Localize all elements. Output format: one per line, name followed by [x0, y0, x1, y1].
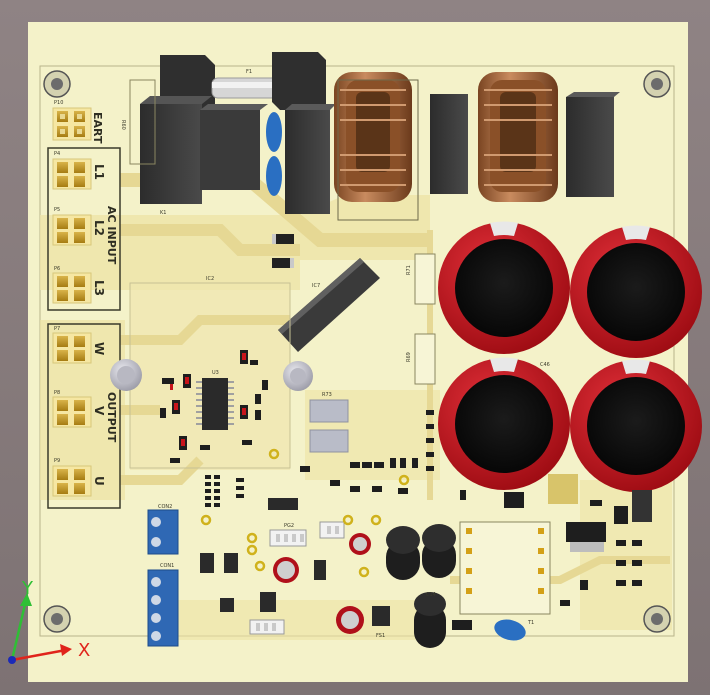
fuse-fs1-ref: FS1	[376, 633, 385, 639]
ic2-ref: IC2	[206, 276, 214, 282]
common-mode-choke-2	[478, 72, 558, 202]
resistor-r71: R71	[406, 253, 436, 305]
terminal-con2-ref: CON2	[158, 504, 172, 510]
connector-p4-ref: P4	[54, 151, 60, 157]
small-cap-red-2	[349, 533, 371, 555]
output-label: OUTPUT	[105, 392, 118, 443]
output-group: P7 W P8 V P9 U OUTPUT	[47, 323, 121, 509]
heatsink-pad-right	[283, 361, 313, 391]
connector-p10: P10 EART	[52, 100, 104, 144]
connector-p4-label: L1	[92, 164, 106, 180]
resistor-array	[205, 475, 244, 507]
ic7: IC7	[278, 258, 380, 352]
black-cap-1	[386, 526, 420, 580]
fuse-f1-ref: F1	[246, 69, 252, 75]
terminal-con1-ref: CON1	[160, 563, 174, 569]
cap-c46-ref: C46	[540, 362, 550, 368]
mounting-hole-bl	[43, 605, 71, 633]
smd-cluster-right	[452, 474, 652, 630]
connector-p4	[52, 158, 92, 190]
resistor-r60-ref: R60	[120, 120, 126, 130]
filter-block-mid	[430, 94, 468, 194]
blue-disc-cap	[494, 619, 526, 641]
fuse-fs1: FS1	[372, 606, 390, 639]
diode-d22	[272, 234, 294, 244]
connector-p8	[52, 396, 92, 428]
resistor-r69-ref: R69	[406, 352, 412, 362]
resistor-r71-ref: R71	[406, 265, 412, 275]
fuse-f1: F1	[211, 52, 336, 214]
cap-c14-ref: C14	[426, 592, 436, 598]
diode-d67	[272, 258, 294, 268]
white-connector-small	[319, 521, 345, 539]
small-cap-red-3	[336, 606, 364, 634]
relay-k1-ref: K1	[160, 210, 166, 216]
ac-input-group: P4 L1 P5 L2 P6 L3 AC INPUT	[47, 147, 121, 311]
electrolytic-cap-1	[438, 221, 570, 354]
smd-cluster-center	[300, 410, 434, 494]
y-axis-label: Y	[21, 578, 34, 599]
connector-p9-ref: P9	[54, 458, 60, 464]
connector-p10-label: EART	[91, 112, 104, 144]
common-mode-choke-1	[334, 72, 419, 221]
connector-p5-ref: P5	[54, 207, 60, 213]
connector-p9	[52, 465, 92, 497]
connector-pg2-ref: PG2	[284, 523, 294, 529]
coordinate-axes: X Y	[8, 578, 90, 664]
relay-k1: K1	[140, 55, 268, 216]
resistor-r73: R73	[309, 392, 349, 453]
resistor-r73-ref: R73	[322, 392, 332, 398]
connector-p6	[52, 272, 92, 304]
black-cap-c14: C14	[414, 592, 446, 648]
transformer-t1: T1	[459, 521, 551, 626]
connector-p7-label: W	[92, 342, 106, 355]
connector-p9-label: U	[92, 476, 106, 486]
connector-p5	[52, 214, 92, 246]
ic-u3-ref: U3	[212, 370, 219, 376]
resistor-r60: R60	[120, 79, 156, 165]
y-capacitor-pair	[266, 112, 282, 196]
connector-p6-label: L3	[92, 280, 106, 296]
electrolytic-cap-3: C46	[438, 357, 570, 490]
connector-p10-ref: P10	[54, 100, 63, 106]
electrolytic-cap-4	[570, 359, 702, 492]
ic-u3: U3	[196, 370, 234, 430]
ac-input-label: AC INPUT	[105, 206, 118, 265]
white-connector-pg2: PG2	[269, 523, 307, 547]
small-cap-red-1	[273, 557, 299, 583]
x-axis-label: X	[78, 640, 90, 661]
mounting-hole-tr	[643, 70, 671, 98]
white-connector-bottom	[249, 619, 285, 635]
mounting-hole-tl	[43, 70, 71, 98]
connector-p7-ref: P7	[54, 326, 60, 332]
filter-block-right	[566, 92, 620, 197]
connector-p8-ref: P8	[54, 390, 60, 396]
smd-cluster-left	[160, 350, 268, 463]
terminal-block-con2: CON2	[147, 504, 179, 555]
connector-p6-ref: P6	[54, 266, 60, 272]
resistor-r69: R69	[406, 333, 436, 385]
test-points	[200, 448, 410, 578]
connector-p8-label: V	[92, 406, 106, 416]
electrolytic-cap-2	[570, 225, 702, 358]
black-cap-2	[422, 524, 456, 578]
connector-p5-label: L2	[92, 220, 106, 236]
terminal-block-con1: CON1	[147, 563, 179, 647]
mounting-hole-br	[643, 605, 671, 633]
heatsink-pad-left	[110, 359, 142, 391]
lower-ics	[200, 498, 326, 612]
transformer-t1-ref: T1	[527, 620, 534, 626]
connector-p7	[52, 332, 92, 364]
ic7-ref: IC7	[312, 283, 320, 289]
